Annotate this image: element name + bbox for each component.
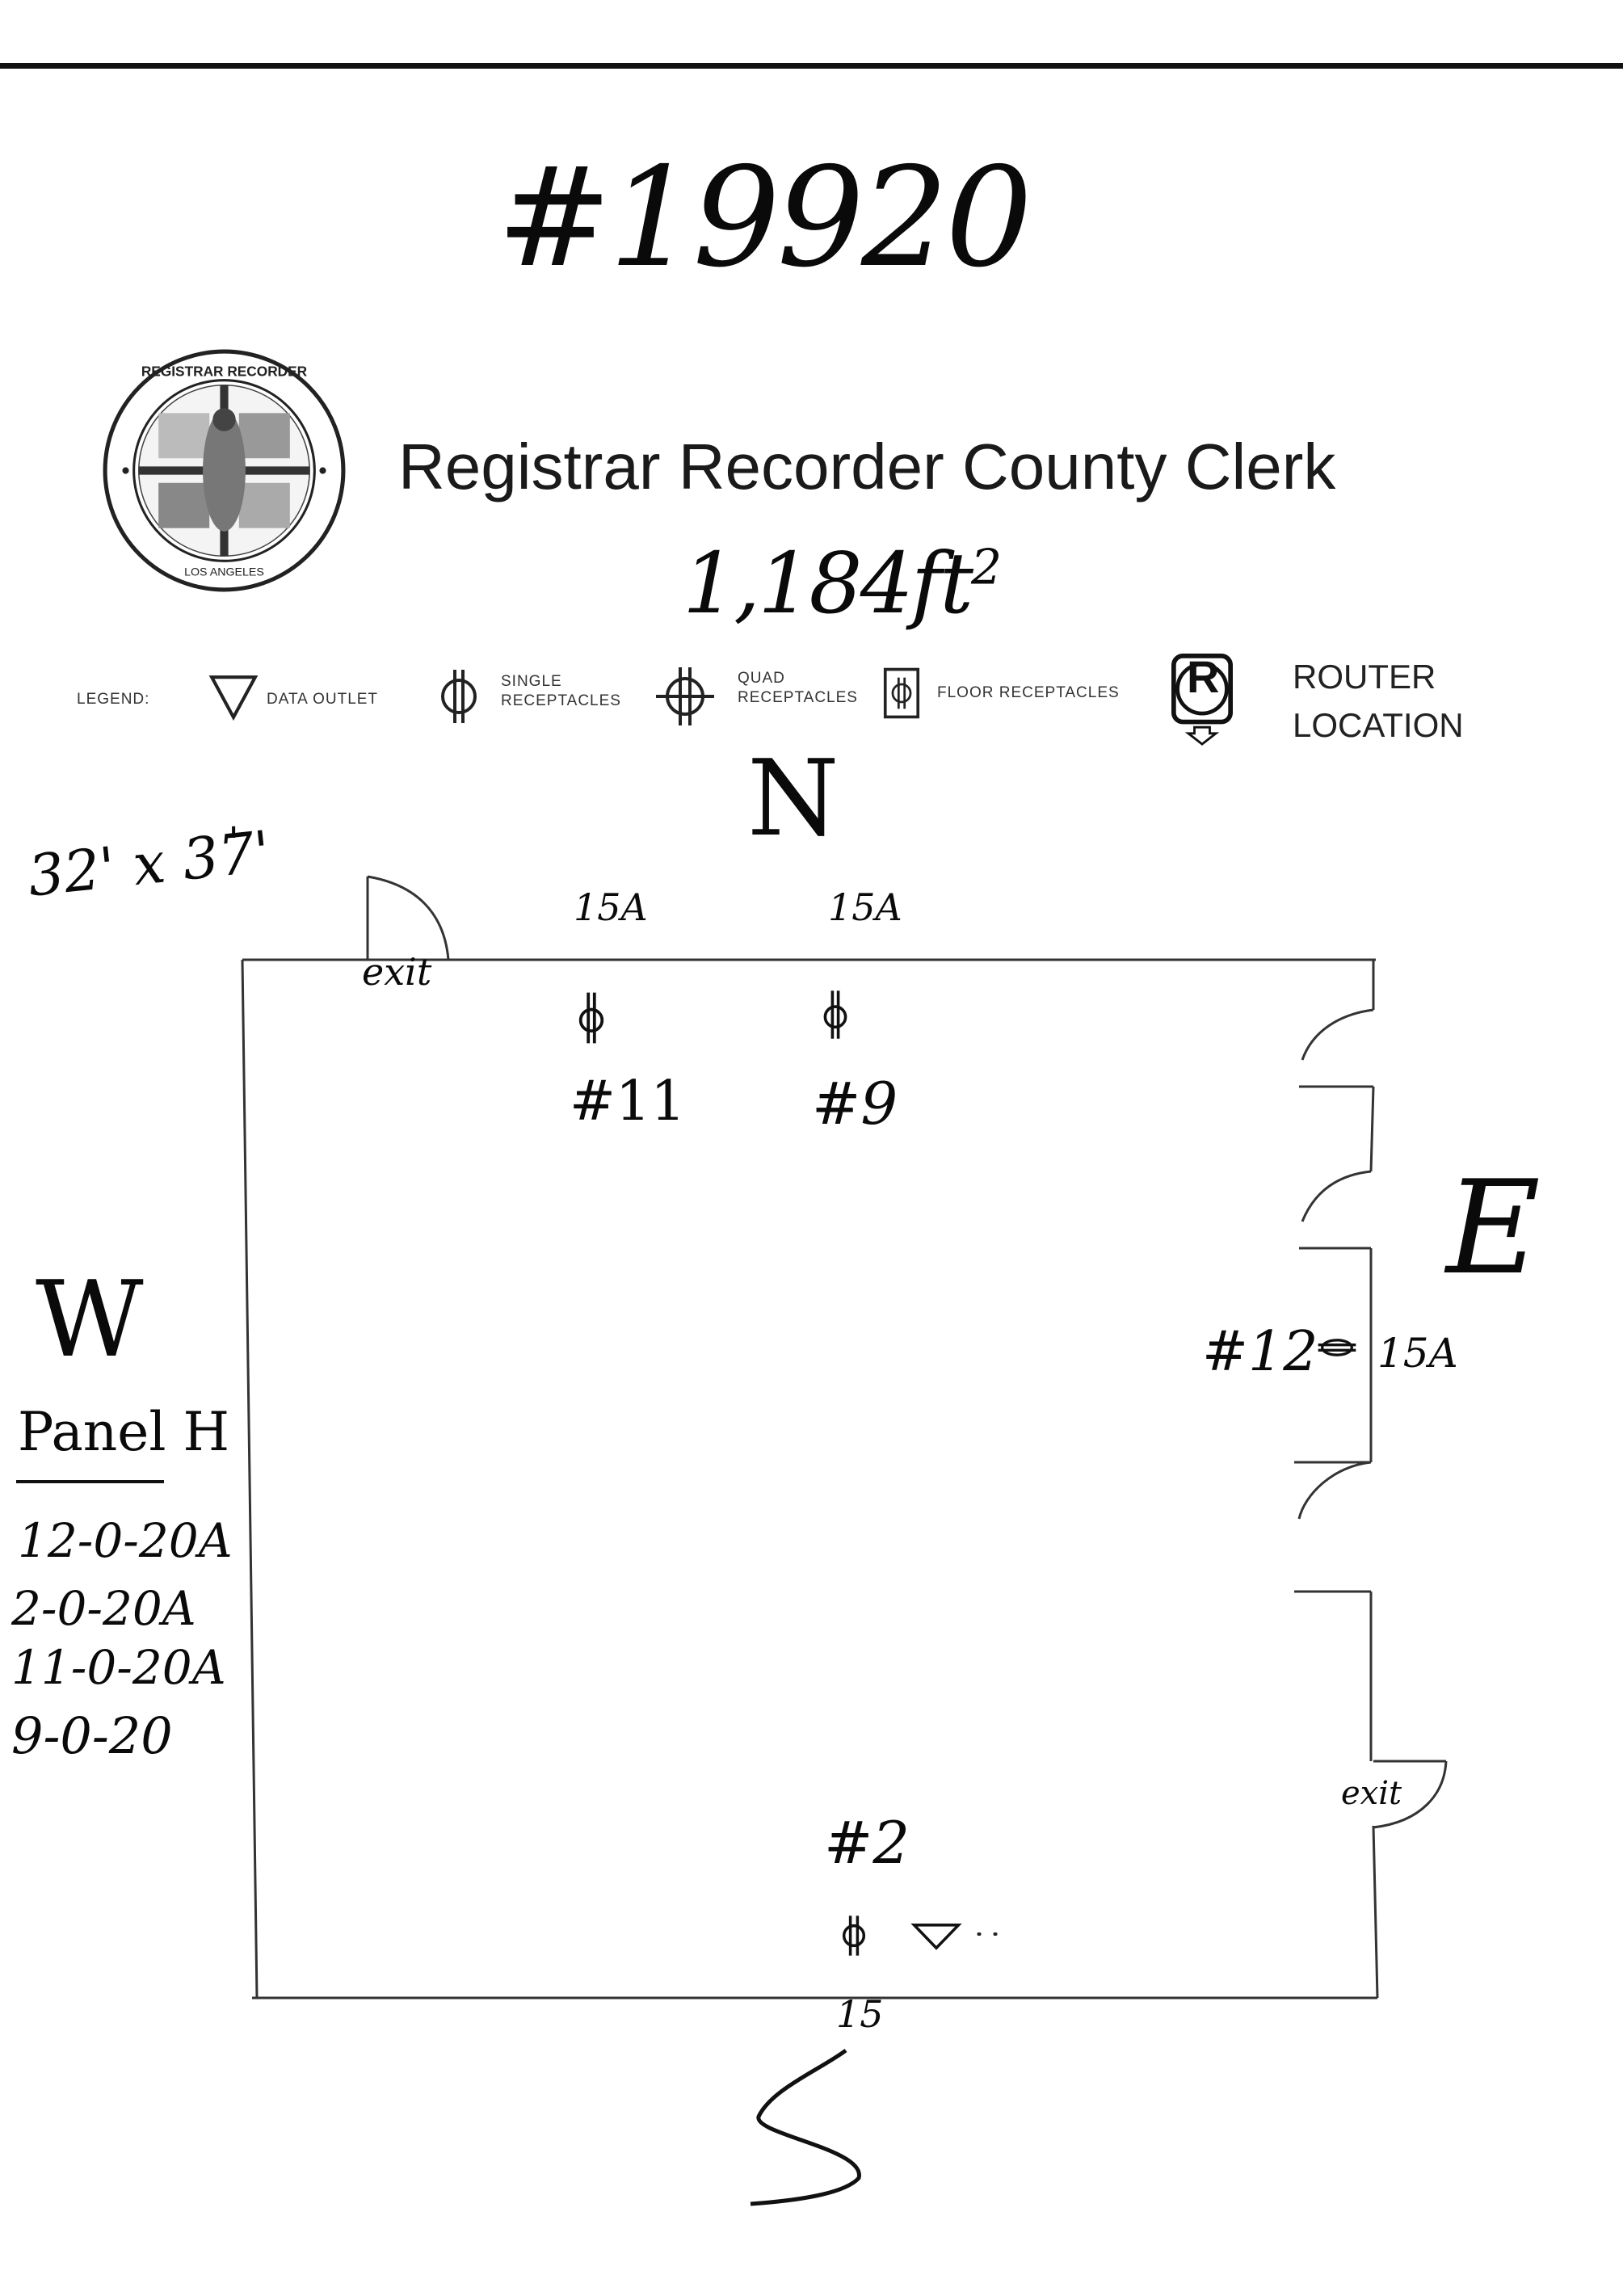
panel-title: Panel H: [18, 1401, 230, 1463]
legend-floor-receptacles: FLOOR RECEPTACLES: [937, 684, 1120, 701]
exit-label-east: exit: [1341, 1775, 1402, 1812]
area-label: 1,184ft2: [683, 539, 1002, 625]
floor-receptacle-icon: [883, 667, 920, 719]
receptacle-11-amperage: 15A: [574, 885, 648, 929]
legend-quad-line1: QUAD: [738, 670, 785, 687]
legend-router-line2: LOCATION: [1293, 706, 1464, 744]
area-superscript: 2: [971, 539, 1002, 596]
panel-entry-3: 11-0-20A: [11, 1640, 226, 1695]
panel-entry-2: 2-0-20A: [11, 1581, 196, 1636]
legend-router-location: ROUTER LOCATION: [1293, 653, 1464, 750]
legend-single-line2: RECEPTACLES: [501, 692, 621, 709]
dimension-prime: ': [228, 819, 240, 868]
receptacle-11-label: #11: [570, 1070, 686, 1133]
legend-single-receptacles: SINGLE RECEPTACLES: [501, 672, 621, 711]
router-symbol: R: [1187, 651, 1220, 702]
data-outlet-dots: [971, 1932, 1003, 1936]
receptacle-11-icon: [578, 992, 604, 1044]
receptacle-2-label: #2: [824, 1809, 910, 1877]
county-seal-logo: REGISTRAR RECORDER LOS ANGELES: [103, 349, 346, 592]
single-receptacle-icon: [441, 670, 477, 723]
data-outlet-icon: [208, 675, 259, 721]
data-outlet-south-icon: [910, 1924, 962, 1950]
compass-south: [750, 2048, 861, 2206]
legend-single-line1: SINGLE: [501, 673, 562, 690]
receptacle-2-icon: [842, 1915, 866, 1956]
panel-entry-4: 9-0-20: [11, 1706, 173, 1765]
compass-west: W: [36, 1258, 144, 1381]
south-receptacle-amperage: 15: [836, 1992, 884, 2036]
panel-title-underline: [16, 1480, 164, 1483]
receptacle-9-amperage: 15A: [828, 885, 902, 929]
svg-text:LOS ANGELES: LOS ANGELES: [184, 566, 264, 579]
document-number: #19920: [497, 138, 1032, 298]
receptacle-9-icon: [823, 990, 847, 1039]
router-location-icon: [1171, 654, 1233, 746]
compass-east: E: [1446, 1152, 1541, 1303]
svg-text:REGISTRAR RECORDER: REGISTRAR RECORDER: [141, 364, 308, 380]
area-value: 1,184ft: [683, 534, 973, 633]
legend-quad-receptacles: QUAD RECEPTACLES: [738, 669, 858, 708]
legend-quad-line2: RECEPTACLES: [738, 688, 858, 706]
receptacle-12-amperage: 15A: [1377, 1330, 1458, 1377]
legend-data-outlet: DATA OUTLET: [267, 691, 379, 708]
receptacle-12-icon: [1318, 1339, 1356, 1356]
compass-north: N: [747, 737, 839, 860]
legend-label: LEGEND:: [77, 691, 150, 708]
legend-router-line1: ROUTER: [1293, 658, 1436, 696]
receptacle-9-label: #9: [812, 1070, 898, 1137]
receptacle-12-label: #12: [1202, 1320, 1318, 1384]
quad-receptacle-icon: [656, 667, 714, 725]
panel-entry-1: 12-0-20A: [18, 1513, 233, 1568]
page-title: Registrar Recorder County Clerk: [398, 431, 1336, 503]
exit-label-north-west: exit: [362, 950, 432, 994]
scan-top-border: [0, 63, 1623, 69]
